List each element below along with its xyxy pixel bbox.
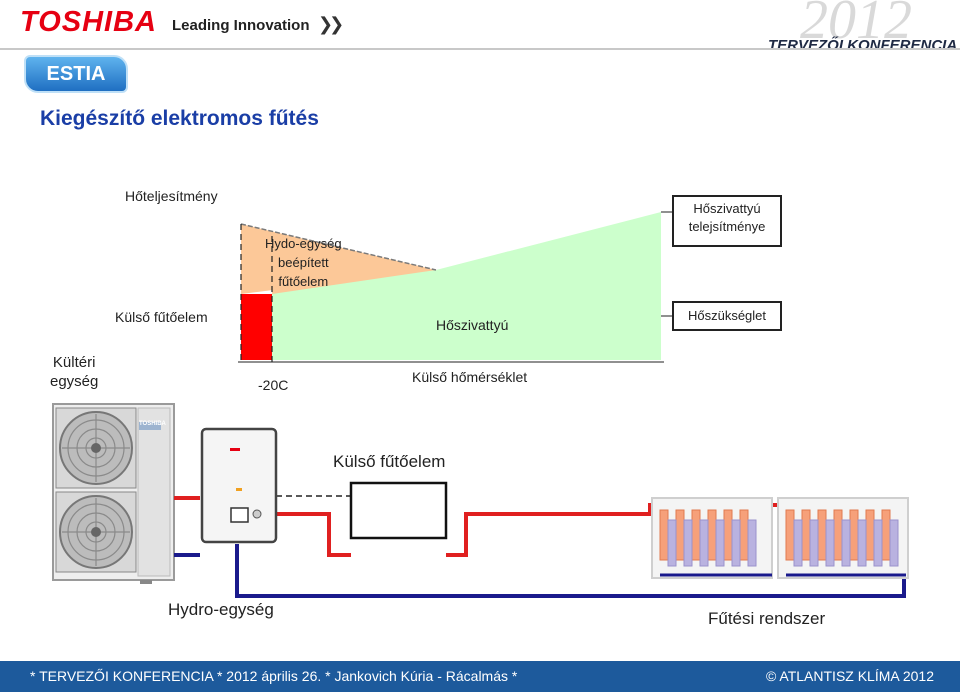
external-heater-box: [349, 481, 448, 540]
heating-system-label: Fűtési rendszer: [708, 609, 826, 628]
heat-pump-region-label: Hőszivattyú: [436, 317, 509, 333]
hydro-heater-area-lower: [272, 270, 436, 294]
hydro-heater-label: Hydo-egység beépített fűtőelem: [265, 236, 342, 289]
return-pipe: [235, 544, 906, 598]
brand-tagline: Leading Innovation: [172, 17, 310, 34]
external-heater-area: [241, 294, 272, 360]
hydro-unit-label: Hydro-egység: [168, 600, 274, 619]
x-tick-label: -20C: [258, 377, 289, 393]
estia-badge: ESTIA: [24, 55, 128, 93]
hydro-to-heater-supply: [276, 512, 351, 557]
toshiba-logo: TOSHIBA: [20, 6, 157, 38]
capacity-callout: Hőszivattyú telejsítménye: [672, 195, 782, 247]
radiator-left: [651, 497, 773, 579]
y-axis-label: Hőteljesítmény: [125, 188, 218, 204]
x-axis-label: Külső hőmérséklet: [412, 369, 528, 385]
footer-copyright: © ATLANTISZ KLÍMA 2012: [765, 668, 934, 684]
footer-bar: * TERVEZŐI KONFERENCIA * 2012 április 26…: [0, 661, 960, 692]
conference-year: 2012: [800, 0, 912, 51]
outdoor-unit-label: Kültéri egység: [50, 354, 99, 390]
hydro-unit: [200, 427, 278, 544]
slide-title: Kiegészítő elektromos fűtés: [40, 107, 319, 130]
heat-pump-area: [272, 212, 661, 360]
radiator-right: [777, 497, 909, 579]
header-divider: [0, 48, 960, 50]
external-heater-label: Külső fűtőelem: [333, 452, 446, 471]
heat-demand-line: [240, 223, 437, 271]
external-heater-region-label: Külső fűtőelem: [115, 309, 208, 325]
demand-callout: Hőszükséglet: [672, 301, 782, 331]
outdoor-unit: [52, 403, 175, 584]
double-chevron-icon: ❯❯: [318, 14, 344, 34]
outdoor-unit-brand-plate: TOSHIBA: [139, 421, 166, 427]
footer-event-info: * TERVEZŐI KONFERENCIA * 2012 április 26…: [30, 668, 518, 684]
